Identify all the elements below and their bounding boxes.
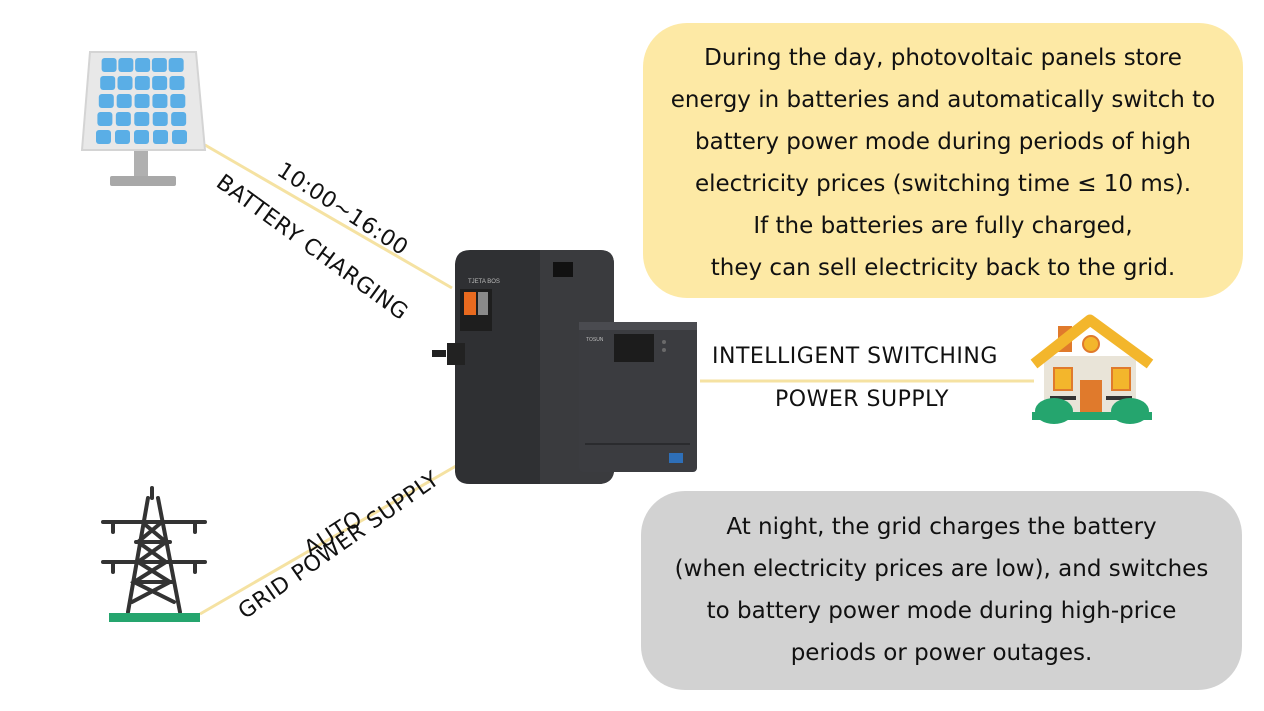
solar-cell (117, 76, 133, 90)
solar-cell (169, 76, 185, 90)
solar-cell (101, 58, 117, 72)
solar-cell (152, 76, 168, 90)
solar-cell (171, 112, 187, 126)
solar-cell (152, 112, 168, 126)
solar-cell (98, 94, 114, 108)
inverter-unit: TOSUN (579, 322, 697, 472)
transmission-tower-icon (101, 486, 207, 614)
solar-cell (135, 58, 151, 72)
day-line: energy in batteries and automatically sw… (670, 87, 1216, 113)
tower-base (109, 613, 200, 622)
solar-connector-line (204, 143, 453, 290)
solar-cells (96, 58, 187, 144)
day-line: During the day, photovoltaic panels stor… (704, 45, 1182, 71)
solar-cell (97, 112, 113, 126)
house-icon (1030, 314, 1154, 424)
day-line: they can sell electricity back to the gr… (710, 255, 1176, 281)
day-line: battery power mode during periods of hig… (695, 129, 1191, 155)
solar-cell (153, 130, 168, 144)
battery-brand: TJETA BOS (468, 279, 500, 285)
solar-cell (134, 94, 150, 108)
power-supply-label: POWER SUPPLY (775, 387, 949, 412)
day-line: If the batteries are fully charged, (753, 213, 1133, 239)
solar-cell (170, 94, 186, 108)
solar-cell (172, 130, 187, 144)
solar-cell (134, 76, 150, 90)
grid-connector-line (199, 464, 457, 616)
solar-cell (118, 58, 134, 72)
solar-cell (116, 94, 132, 108)
night-line: (when electricity prices are low), and s… (674, 556, 1209, 582)
solar-cell (152, 94, 168, 108)
day-description-bubble: During the day, photovoltaic panels stor… (643, 23, 1243, 298)
intelligent-switching-label: INTELLIGENT SWITCHING (712, 344, 998, 369)
night-line: to battery power mode during high-price (706, 598, 1177, 624)
day-line: electricity prices (switching time ≤ 10 … (694, 171, 1192, 197)
solar-panel-icon (80, 51, 207, 186)
solar-cell (151, 58, 167, 72)
solar-cell (100, 76, 116, 90)
night-line: periods or power outages. (790, 640, 1093, 666)
inverter-brand: TOSUN (586, 337, 604, 343)
solar-cell (115, 130, 130, 144)
solar-cell (134, 130, 149, 144)
solar-cell (134, 112, 150, 126)
night-line: At night, the grid charges the battery (726, 514, 1157, 540)
solar-cell (115, 112, 131, 126)
night-description-bubble: At night, the grid charges the battery (… (641, 491, 1242, 690)
solar-cell (168, 58, 184, 72)
solar-cell (96, 130, 111, 144)
battery-unit: TJETA BOS (432, 250, 614, 484)
